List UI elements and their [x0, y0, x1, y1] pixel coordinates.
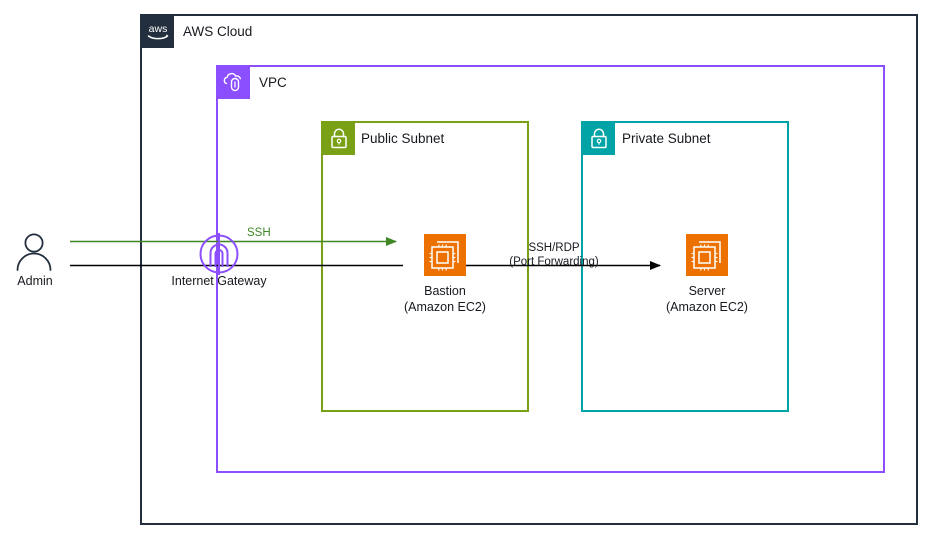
- private-subnet-padlock-icon: [583, 123, 615, 155]
- node-bastion-label-line1: Bastion: [424, 284, 466, 298]
- private-subnet-container: [581, 121, 789, 412]
- public-subnet-label: Public Subnet: [361, 131, 445, 146]
- node-internet-gateway-label: Internet Gateway: [171, 274, 267, 288]
- vpc-cloud-icon: [218, 67, 250, 99]
- node-server-label-line2: (Amazon EC2): [666, 300, 748, 314]
- aws-logo-icon: aws: [142, 16, 174, 48]
- aws-cloud-label: AWS Cloud: [183, 24, 253, 39]
- private-subnet-label: Private Subnet: [622, 131, 711, 146]
- node-bastion-label: Bastion (Amazon EC2): [404, 283, 486, 315]
- amazon-ec2-icon: [685, 234, 728, 276]
- node-server-label: Server (Amazon EC2): [666, 283, 748, 315]
- node-server-label-line1: Server: [688, 284, 726, 298]
- vpc-label: VPC: [259, 75, 287, 90]
- node-admin-label: Admin: [17, 274, 53, 288]
- connector-label-sshrdp: SSH/RDP (Port Forwarding): [496, 241, 612, 269]
- connector-label-sshrdp-line2: (Port Forwarding): [509, 256, 599, 268]
- node-bastion: Bastion (Amazon EC2): [404, 234, 486, 315]
- node-bastion-label-line2: (Amazon EC2): [404, 300, 486, 314]
- connector-label-ssh: SSH: [247, 227, 271, 239]
- amazon-ec2-icon: [423, 234, 466, 276]
- node-server: Server (Amazon EC2): [666, 234, 748, 315]
- public-subnet-container: [321, 121, 529, 412]
- connector-label-sshrdp-line1: SSH/RDP: [528, 242, 580, 254]
- internet-gateway-icon: [199, 233, 239, 275]
- public-subnet-padlock-icon: [323, 123, 355, 155]
- aws-cloud-container: [140, 14, 918, 525]
- vpc-container: [216, 65, 885, 473]
- aws-wordmark-text: aws: [149, 23, 168, 35]
- node-internet-gateway: [198, 233, 240, 275]
- node-admin: [12, 232, 56, 272]
- user-person-icon: [16, 233, 52, 271]
